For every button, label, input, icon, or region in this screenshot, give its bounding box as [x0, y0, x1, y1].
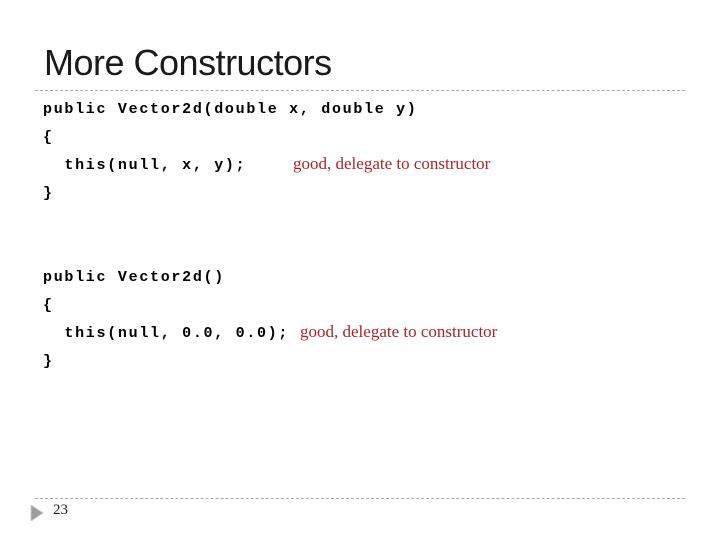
- code-text: this(null, x, y);: [43, 157, 247, 174]
- code-line: {: [43, 124, 418, 152]
- code-line: public Vector2d(double x, double y): [43, 96, 418, 124]
- code-text: public Vector2d(double x, double y): [43, 101, 418, 118]
- code-line: this(null, 0.0, 0.0); good, delegate to c…: [43, 320, 497, 348]
- code-line-blank: [43, 236, 418, 264]
- code-text: {: [43, 297, 54, 314]
- slide-title: More Constructors: [44, 42, 332, 83]
- code-line: this(null, x, y); good, delegate to const…: [43, 152, 490, 180]
- annotation-delegate-2: good, delegate to constructor: [300, 322, 498, 341]
- page-number: 23: [53, 502, 68, 518]
- code-line: public Vector2d(): [43, 264, 418, 292]
- slide-arrow-icon: [30, 505, 44, 521]
- annotation-delegate-1: good, delegate to constructor: [293, 154, 491, 173]
- code-line: }: [43, 180, 418, 208]
- code-line-blank: [43, 208, 418, 236]
- footer-divider: [35, 498, 685, 499]
- code-text: }: [43, 353, 54, 370]
- code-line: {: [43, 292, 418, 320]
- code-text: {: [43, 129, 54, 146]
- code-line: }: [43, 348, 418, 376]
- code-area: public Vector2d(double x, double y) { th…: [43, 96, 497, 376]
- code-text: }: [43, 185, 54, 202]
- code-text: this(null, 0.0, 0.0);: [43, 325, 290, 342]
- code-text: public Vector2d(): [43, 269, 225, 286]
- title-divider: [35, 90, 685, 91]
